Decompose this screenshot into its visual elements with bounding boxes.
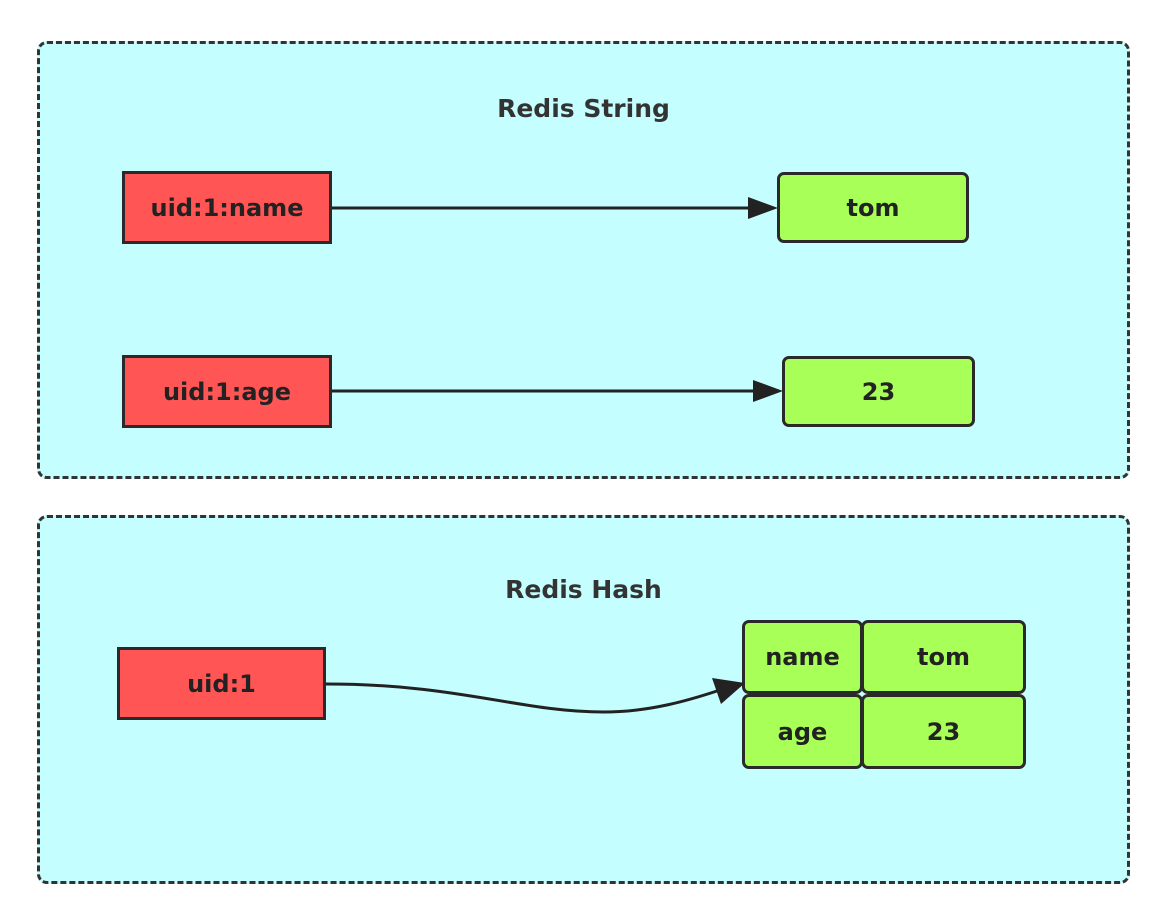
hash-field-name[interactable]: name	[742, 620, 863, 694]
hash-value-name[interactable]: tom	[861, 620, 1026, 694]
redis-hash-title: Redis Hash	[505, 575, 662, 604]
string-key-name[interactable]: uid:1:name	[122, 171, 332, 244]
string-value-name[interactable]: tom	[777, 172, 969, 243]
string-value-age[interactable]: 23	[782, 356, 975, 427]
redis-string-title: Redis String	[497, 94, 670, 123]
hash-field-age[interactable]: age	[742, 694, 863, 769]
hash-key[interactable]: uid:1	[117, 647, 326, 720]
hash-value-age[interactable]: 23	[861, 694, 1026, 769]
string-key-age[interactable]: uid:1:age	[122, 355, 332, 428]
